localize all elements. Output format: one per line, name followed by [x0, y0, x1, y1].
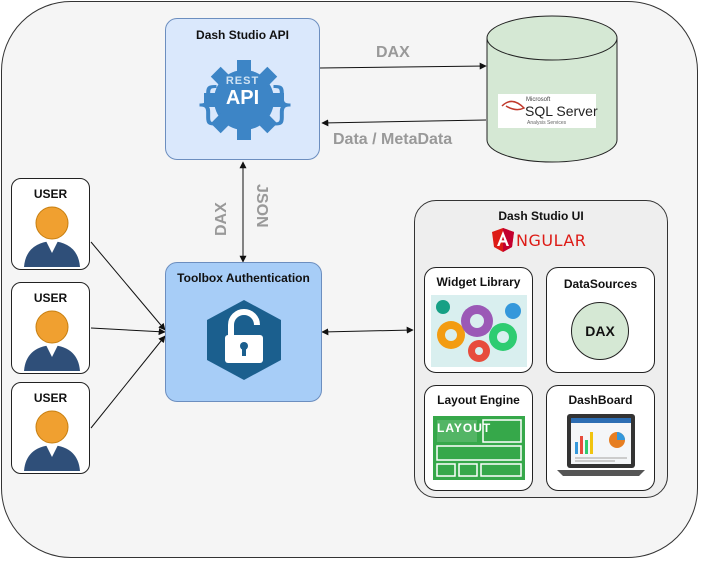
datasources-panel: DataSources DAX	[546, 267, 655, 373]
rest-label: REST	[225, 75, 260, 87]
dax-circle: DAX	[571, 302, 629, 360]
widget-gears-icon	[431, 295, 527, 367]
user-avatar-icon	[24, 410, 80, 471]
api-label: API	[225, 87, 260, 109]
datasources-title: DataSources	[563, 277, 638, 291]
auth-ui-arrow	[321, 326, 414, 336]
layout-engine-title: Layout Engine	[437, 393, 520, 407]
user2-arrow	[90, 327, 166, 336]
dashboard-laptop-icon	[557, 414, 645, 476]
dax-top-label: DAX	[376, 44, 410, 61]
sql-server-label: SQL Server	[525, 103, 598, 119]
user-avatar-icon	[24, 206, 80, 267]
dax-circle-label: DAX	[585, 323, 615, 339]
api-box: Dash Studio API { } REST API	[165, 18, 320, 160]
user-label: USER	[33, 187, 68, 201]
angular-wordmark: NGULAR	[516, 231, 586, 250]
dashboard-panel: DashBoard	[546, 385, 655, 491]
user-card-3: USER	[11, 382, 90, 474]
layout-logo-text: LAYOUT	[437, 421, 492, 435]
sql-microsoft-label: Microsoft	[526, 97, 551, 103]
db-to-api-arrow	[321, 119, 487, 127]
user-card-2: USER	[11, 282, 90, 374]
user-label: USER	[33, 291, 68, 305]
layout-engine-panel: Layout Engine LAYOUT	[424, 385, 533, 491]
auth-title: Toolbox Authentication	[177, 271, 310, 285]
auth-box: Toolbox Authentication	[165, 262, 322, 402]
dashboard-title: DashBoard	[568, 393, 633, 407]
dax-vertical-label: DAX	[213, 202, 230, 236]
api-to-db-arrow	[319, 62, 487, 70]
widget-library-title: Widget Library	[436, 275, 521, 289]
json-vertical-label: JSON	[253, 184, 270, 228]
ui-title: Dash Studio UI	[498, 209, 584, 223]
angular-label: NGULAR	[516, 231, 587, 250]
widget-library-panel: Widget Library	[424, 267, 533, 373]
user-avatar-icon	[24, 310, 80, 371]
layout-grid-icon	[433, 416, 525, 480]
user3-arrow	[90, 335, 166, 429]
lock-icon	[207, 300, 281, 380]
sql-sub-label: Analysis Services	[527, 120, 567, 126]
angular-shield-icon	[492, 228, 514, 252]
user1-arrow	[90, 241, 166, 331]
data-metadata-label: Data / MetaData	[333, 131, 453, 148]
user-card-1: USER	[11, 178, 90, 270]
api-title: Dash Studio API	[196, 28, 289, 42]
user-label: USER	[33, 391, 68, 405]
sql-server-database	[486, 15, 618, 163]
rest-api-gear-icon: { }	[194, 60, 296, 140]
